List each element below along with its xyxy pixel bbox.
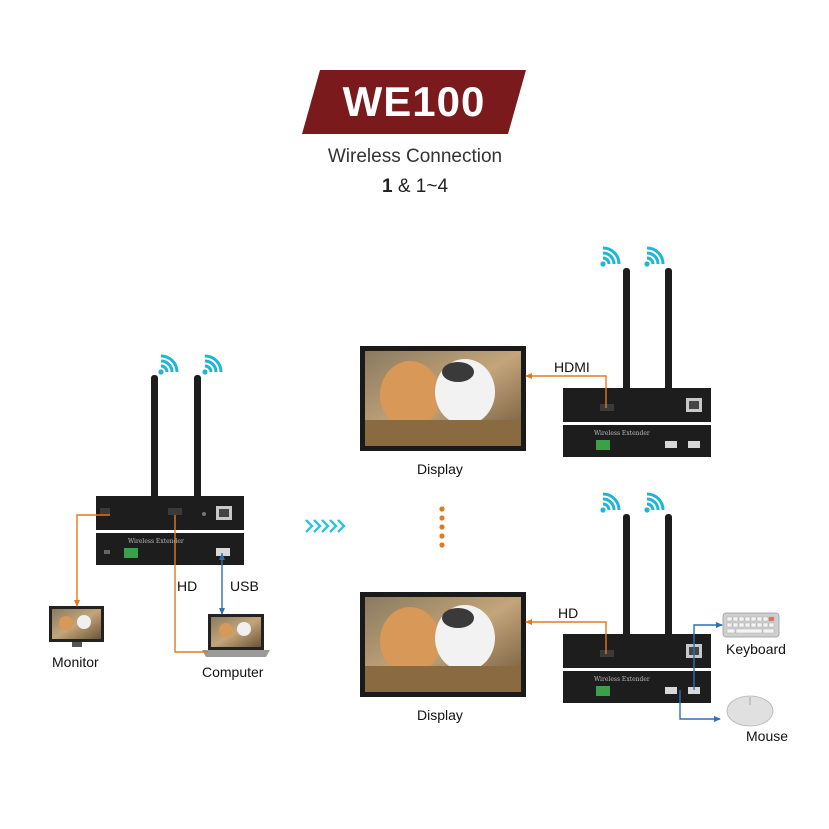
- antenna: [623, 514, 630, 639]
- banner-shape: [302, 70, 526, 134]
- title-banner: WE100: [302, 70, 526, 134]
- wifi-icon: [642, 246, 665, 269]
- cable-hdmi-top: [526, 375, 607, 408]
- antenna-right: [194, 375, 201, 500]
- wifi-icon: [598, 246, 621, 269]
- transmitter-unit-label: Wireless Extender: [128, 538, 184, 545]
- monitor-label: Monitor: [52, 654, 99, 670]
- receiver-bottom-unit: [563, 492, 711, 703]
- ratio-rest: & 1~4: [392, 176, 449, 197]
- wifi-icon: [642, 492, 665, 515]
- product-title: WE100: [342, 78, 486, 125]
- usb-cable-label: USB: [230, 578, 259, 594]
- monitor: [49, 606, 104, 647]
- receiver-top-unit: [563, 246, 711, 457]
- display-top-label: Display: [417, 461, 463, 477]
- connection-subtitle: Wireless Connection: [327, 146, 503, 167]
- cable-monitor: [76, 514, 110, 606]
- display-bottom: [360, 592, 526, 697]
- computer-label: Computer: [202, 664, 264, 680]
- antenna: [623, 268, 630, 393]
- wifi-icon: [156, 354, 179, 377]
- mouse-label: Mouse: [746, 728, 789, 744]
- more-receivers-dots: [439, 506, 445, 548]
- direction-arrows: [305, 519, 346, 533]
- receiver-top-unit-label: Wireless Extender: [594, 430, 650, 437]
- wifi-icon: [200, 354, 223, 377]
- hd-bottom-cable-label: HD: [558, 605, 579, 621]
- keyboard-label: Keyboard: [726, 641, 786, 657]
- keyboard: [722, 612, 780, 638]
- mouse: [726, 695, 774, 727]
- computer: [202, 614, 270, 657]
- ratio-bold: 1: [381, 176, 393, 197]
- cable-hd: [174, 515, 208, 653]
- antenna: [665, 514, 672, 639]
- display-top: [360, 346, 526, 451]
- transmitter-unit: [96, 354, 244, 565]
- wifi-icon: [598, 492, 621, 515]
- receiver-bottom-unit-label: Wireless Extender: [594, 676, 650, 683]
- hdmi-cable-label: HDMI: [554, 359, 590, 375]
- display-bottom-label: Display: [417, 707, 463, 723]
- hd-cable-label: HD: [177, 578, 198, 594]
- antenna: [665, 268, 672, 393]
- cable-hd-bottom: [526, 621, 607, 654]
- cable-mouse: [679, 690, 720, 720]
- connection-ratio: 1 & 1~4: [265, 176, 565, 198]
- cable-keyboard: [693, 624, 722, 690]
- antenna-left: [151, 375, 158, 500]
